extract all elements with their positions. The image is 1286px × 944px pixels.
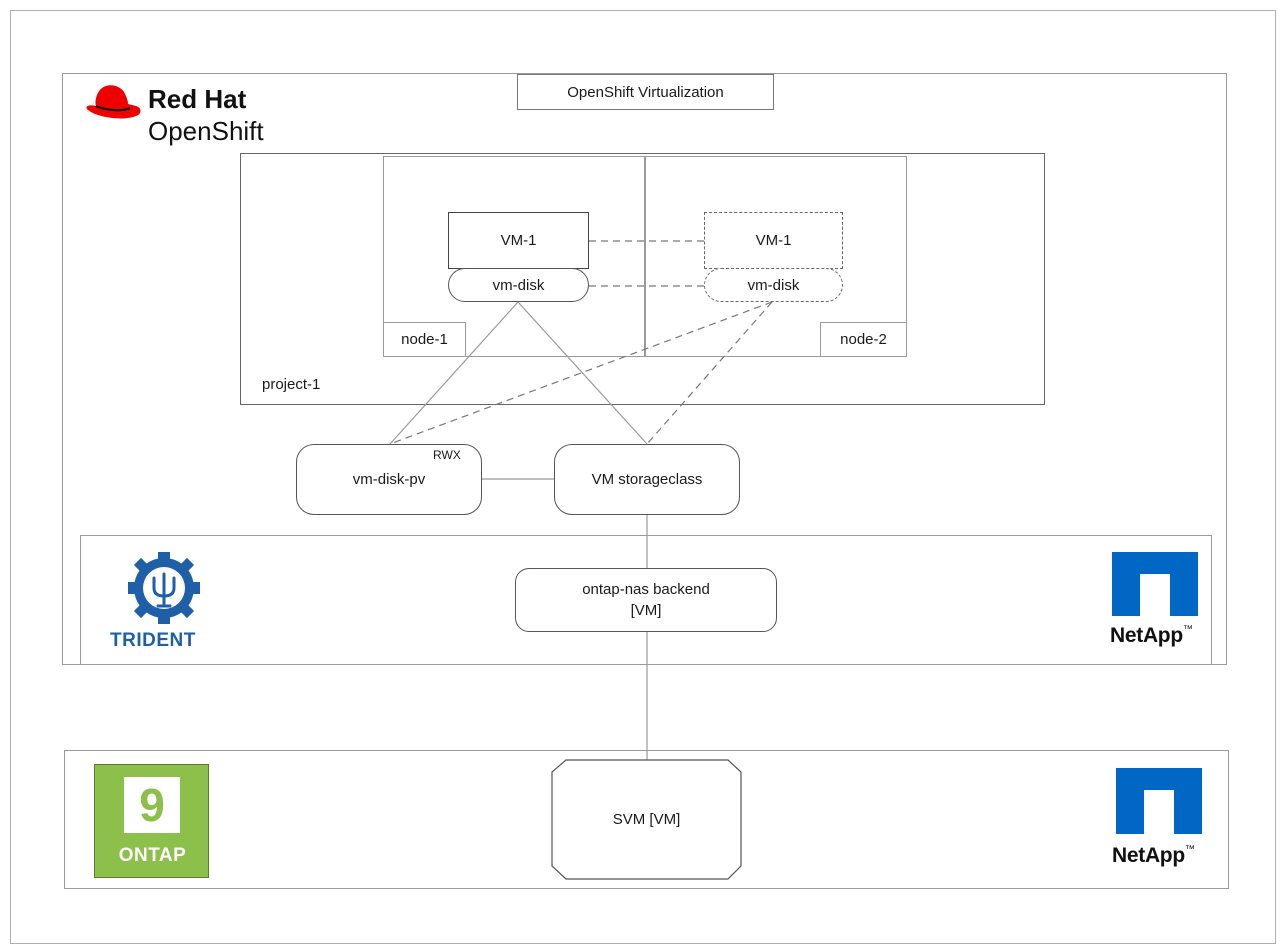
vm-storageclass-box: VM storageclass xyxy=(554,444,740,515)
node-1-vm-disk: vm-disk xyxy=(448,268,589,302)
rwx-access-mode: RWX xyxy=(433,448,461,462)
svm-label: SVM [VM] xyxy=(612,811,681,828)
backend-name: ontap-nas backend xyxy=(582,581,710,598)
netapp-mark-icon xyxy=(1112,552,1198,616)
netapp-text: NetApp™ xyxy=(1110,624,1193,648)
netapp-name: NetApp xyxy=(1110,624,1183,647)
netapp-logo-lower: NetApp™ xyxy=(1108,768,1208,868)
netapp-logo-upper: NetApp™ xyxy=(1106,552,1206,652)
node-2-label: node-2 xyxy=(820,322,907,357)
node-1-label: node-1 xyxy=(383,322,466,357)
netapp-tm-lower: ™ xyxy=(1184,844,1195,855)
netapp-text-lower: NetApp™ xyxy=(1112,844,1195,868)
node-1-vm-box: VM-1 xyxy=(448,212,589,269)
ontap-text: ONTAP xyxy=(118,845,187,866)
trident-logo: TRIDENT xyxy=(104,548,224,658)
vm-disk-pv-box: vm-disk-pv xyxy=(296,444,482,515)
node-2-vm-disk: vm-disk xyxy=(704,268,843,302)
netapp-name-lower: NetApp xyxy=(1112,844,1185,867)
ontap-nas-backend-box: ontap-nas backend [VM] xyxy=(515,568,777,632)
backend-tag: [VM] xyxy=(630,602,662,619)
trident-band xyxy=(80,535,1212,665)
node-2-frame xyxy=(645,156,907,357)
project-label: project-1 xyxy=(262,376,321,393)
storage-band xyxy=(64,750,1229,889)
openshift-brand-text: OpenShift xyxy=(148,116,264,146)
redhat-brand-text: Red Hat xyxy=(148,84,247,114)
ontap-version-badge: 9 xyxy=(124,777,180,833)
ontap-logo: 9 ONTAP xyxy=(94,764,209,878)
trident-gear-icon xyxy=(128,552,200,624)
trident-text: TRIDENT xyxy=(110,630,196,651)
vm-disk-pv-label: vm-disk-pv xyxy=(352,471,426,488)
node-2-vm-box: VM-1 xyxy=(704,212,843,269)
openshift-virtualization-label: OpenShift Virtualization xyxy=(517,74,774,110)
redhat-hat-icon xyxy=(86,85,141,119)
netapp-mark-icon-lower xyxy=(1116,768,1202,834)
ontap-version: 9 xyxy=(139,779,165,831)
netapp-tm: ™ xyxy=(1182,624,1193,635)
redhat-openshift-logo: Red Hat OpenShift xyxy=(84,82,314,152)
